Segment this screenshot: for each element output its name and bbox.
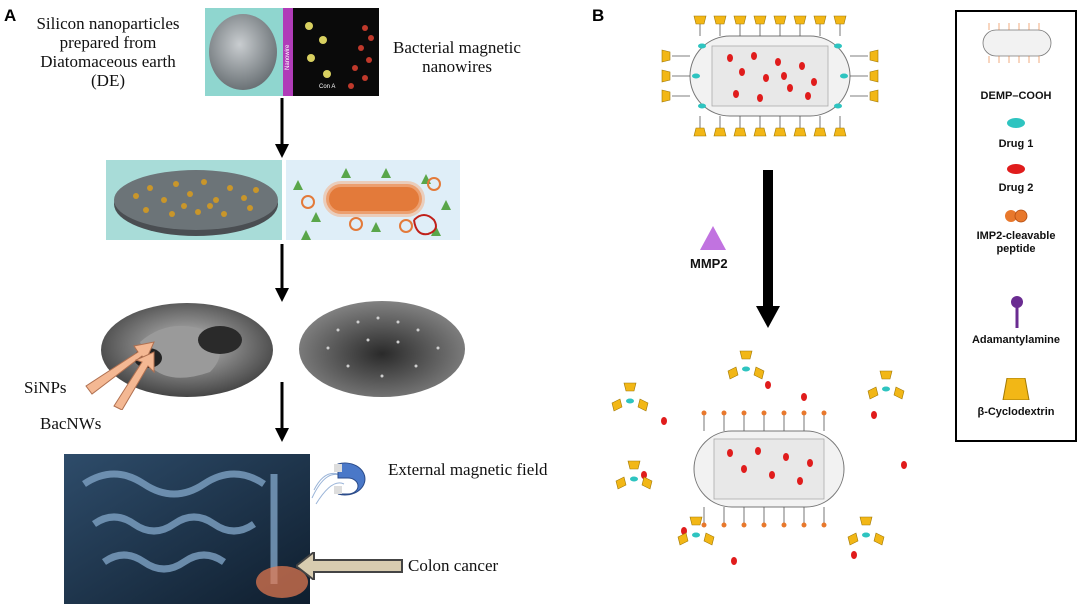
magnet-icon [308,450,382,508]
nanowire-tag: Nanowire [285,44,291,70]
bacnws-label: BacNWs [40,414,102,433]
panel-b-letter: B [592,6,605,25]
drug2-legend-label: Drug 2 [998,182,1034,194]
peptide-legend-label: IMP2-cleavable peptide [976,230,1056,255]
arrow-down-icon [275,98,289,158]
bacterial-nanowires-label: Bacterial magnetic nanowires [393,38,521,76]
sinps-label: SiNPs [24,378,67,397]
mmp2-triangle-icon [700,226,726,250]
magnetic-field-label: External magnetic field [388,460,548,479]
drug2-legend-icon [1005,162,1027,176]
cyclodextrin-legend-label: β-Cyclodextrin [977,406,1055,418]
sem-sphere-image [298,300,466,398]
demp-legend-label: DEMP–COOH [980,90,1052,102]
panel-a-letter: A [4,6,17,25]
cyclodextrin-legend-icon [1001,378,1031,400]
legend: DEMP–COOH Drug 1 Drug 2 IMP2-cleavable p… [955,10,1077,442]
mmp2-arrow-icon [756,170,780,328]
demp-legend-icon [973,20,1061,66]
cona-tag: Con A [319,84,335,90]
diatom-nanowire-image: Nanowire Con A [205,8,379,96]
arrow-down-icon [275,244,289,302]
mmp2-label: MMP2 [690,256,728,271]
arrow-down-icon [275,382,289,442]
loaded-nanoparticle [650,6,890,146]
drug1-legend-label: Drug 1 [998,138,1034,150]
adamantylamine-legend-label: Adamantylamine [971,334,1061,346]
released-nanoparticle [604,345,936,601]
intestine-image [64,454,310,604]
pointer-arrows-icon [84,334,164,410]
silicon-disk-image [106,160,282,240]
colon-arrow-icon [296,552,404,580]
silicon-nanoparticles-label: Silicon nanoparticles prepared from Diat… [36,14,180,90]
drug1-legend-icon [1005,116,1027,130]
colon-cancer-label: Colon cancer [408,556,499,575]
peptide-legend-icon [1001,208,1031,224]
adamantylamine-legend-icon [1009,294,1025,328]
bacterium-nanowire-image [286,160,460,240]
